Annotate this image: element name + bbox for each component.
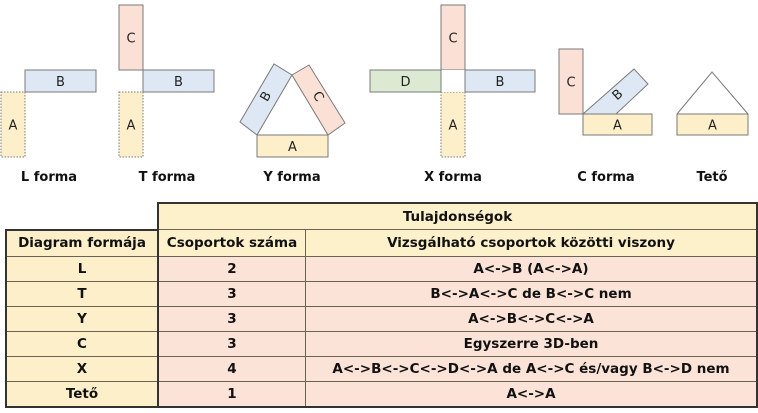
group-box-b xyxy=(581,68,649,115)
group-letter: A xyxy=(127,119,136,134)
groups-cell: 1 xyxy=(157,380,306,408)
group-box-c xyxy=(118,4,144,71)
group-letter: D xyxy=(400,75,410,90)
group-box-b xyxy=(142,69,215,93)
shape-cell: Tető xyxy=(5,380,159,408)
relation-cell: A<->B<->C<->D<->A de A<->C és/vagy B<->D… xyxy=(305,355,758,382)
shape-label-y: Y forma xyxy=(263,170,321,185)
group-letter: C xyxy=(126,32,135,47)
groups-cell: 3 xyxy=(157,280,306,307)
col-header-groups: Csoportok száma xyxy=(157,229,306,257)
center-edges xyxy=(440,70,466,92)
relation-cell: Egyszerre 3D-ben xyxy=(305,330,758,357)
group-letter: A xyxy=(288,140,297,155)
group-box-c xyxy=(558,48,584,115)
group-box-a xyxy=(118,91,144,158)
group-header-row: Tulajdonségok xyxy=(6,202,758,230)
shape-cell: L xyxy=(5,255,159,282)
roof-outline xyxy=(676,71,749,115)
group-box-a xyxy=(582,113,653,136)
diagram-l: AB xyxy=(0,69,97,158)
groups-cell: 3 xyxy=(157,305,306,332)
group-box-a xyxy=(0,91,26,158)
shape-label-x: X forma xyxy=(424,170,482,185)
group-letter: B xyxy=(174,75,183,90)
group-letter: C xyxy=(448,32,457,47)
diagram-t: C B A xyxy=(118,4,215,158)
shape-label-c: C forma xyxy=(577,170,635,185)
diagram-teto: A xyxy=(676,71,749,136)
group-letter: A xyxy=(708,119,717,134)
relation-cell: B<->A<->C de B<->C nem xyxy=(305,280,758,307)
properties-table: Tulajdonségok Diagram formája Csoportok … xyxy=(5,202,758,408)
shape-cell: C xyxy=(5,330,159,357)
col-header-shape: Diagram formája xyxy=(5,228,159,257)
shape-cell: T xyxy=(5,280,159,307)
group-letter: A xyxy=(9,119,18,134)
group-letter: B xyxy=(56,75,65,90)
col-header-relation: Vizsgálható csoportok közötti viszony xyxy=(305,229,758,257)
group-box-a xyxy=(256,134,329,158)
group-box-center xyxy=(441,70,465,92)
relation-cell: A<->A xyxy=(305,380,758,408)
group-header: Tulajdonségok xyxy=(157,202,758,230)
blank-corner xyxy=(6,203,158,230)
group-box-b xyxy=(24,69,97,93)
shape-label-l: L forma xyxy=(20,170,78,185)
groups-cell: 2 xyxy=(157,255,306,282)
shape-cell: X xyxy=(5,355,159,382)
group-box-c xyxy=(440,4,466,71)
group-letter: A xyxy=(449,119,458,134)
group-letter: C xyxy=(566,76,575,91)
column-header-row: Diagram formája Csoportok száma Vizsgálh… xyxy=(5,228,758,257)
group-letter: A xyxy=(613,119,622,134)
shape-label-teto: Tető xyxy=(696,170,728,185)
group-box-a xyxy=(676,113,749,136)
shape-cell: Y xyxy=(5,305,159,332)
shape-label-t: T forma xyxy=(138,170,196,185)
relation-cell: A<->B<->C<->A xyxy=(305,305,758,332)
relation-cell: A<->B (A<->A) xyxy=(305,255,758,282)
group-box-c xyxy=(291,64,346,136)
diagram-c: CAB xyxy=(558,48,653,136)
groups-cell: 3 xyxy=(157,330,306,357)
groups-cell: 4 xyxy=(157,355,306,382)
group-letter: B xyxy=(496,75,505,90)
diagram-x: D C A B xyxy=(369,4,536,158)
